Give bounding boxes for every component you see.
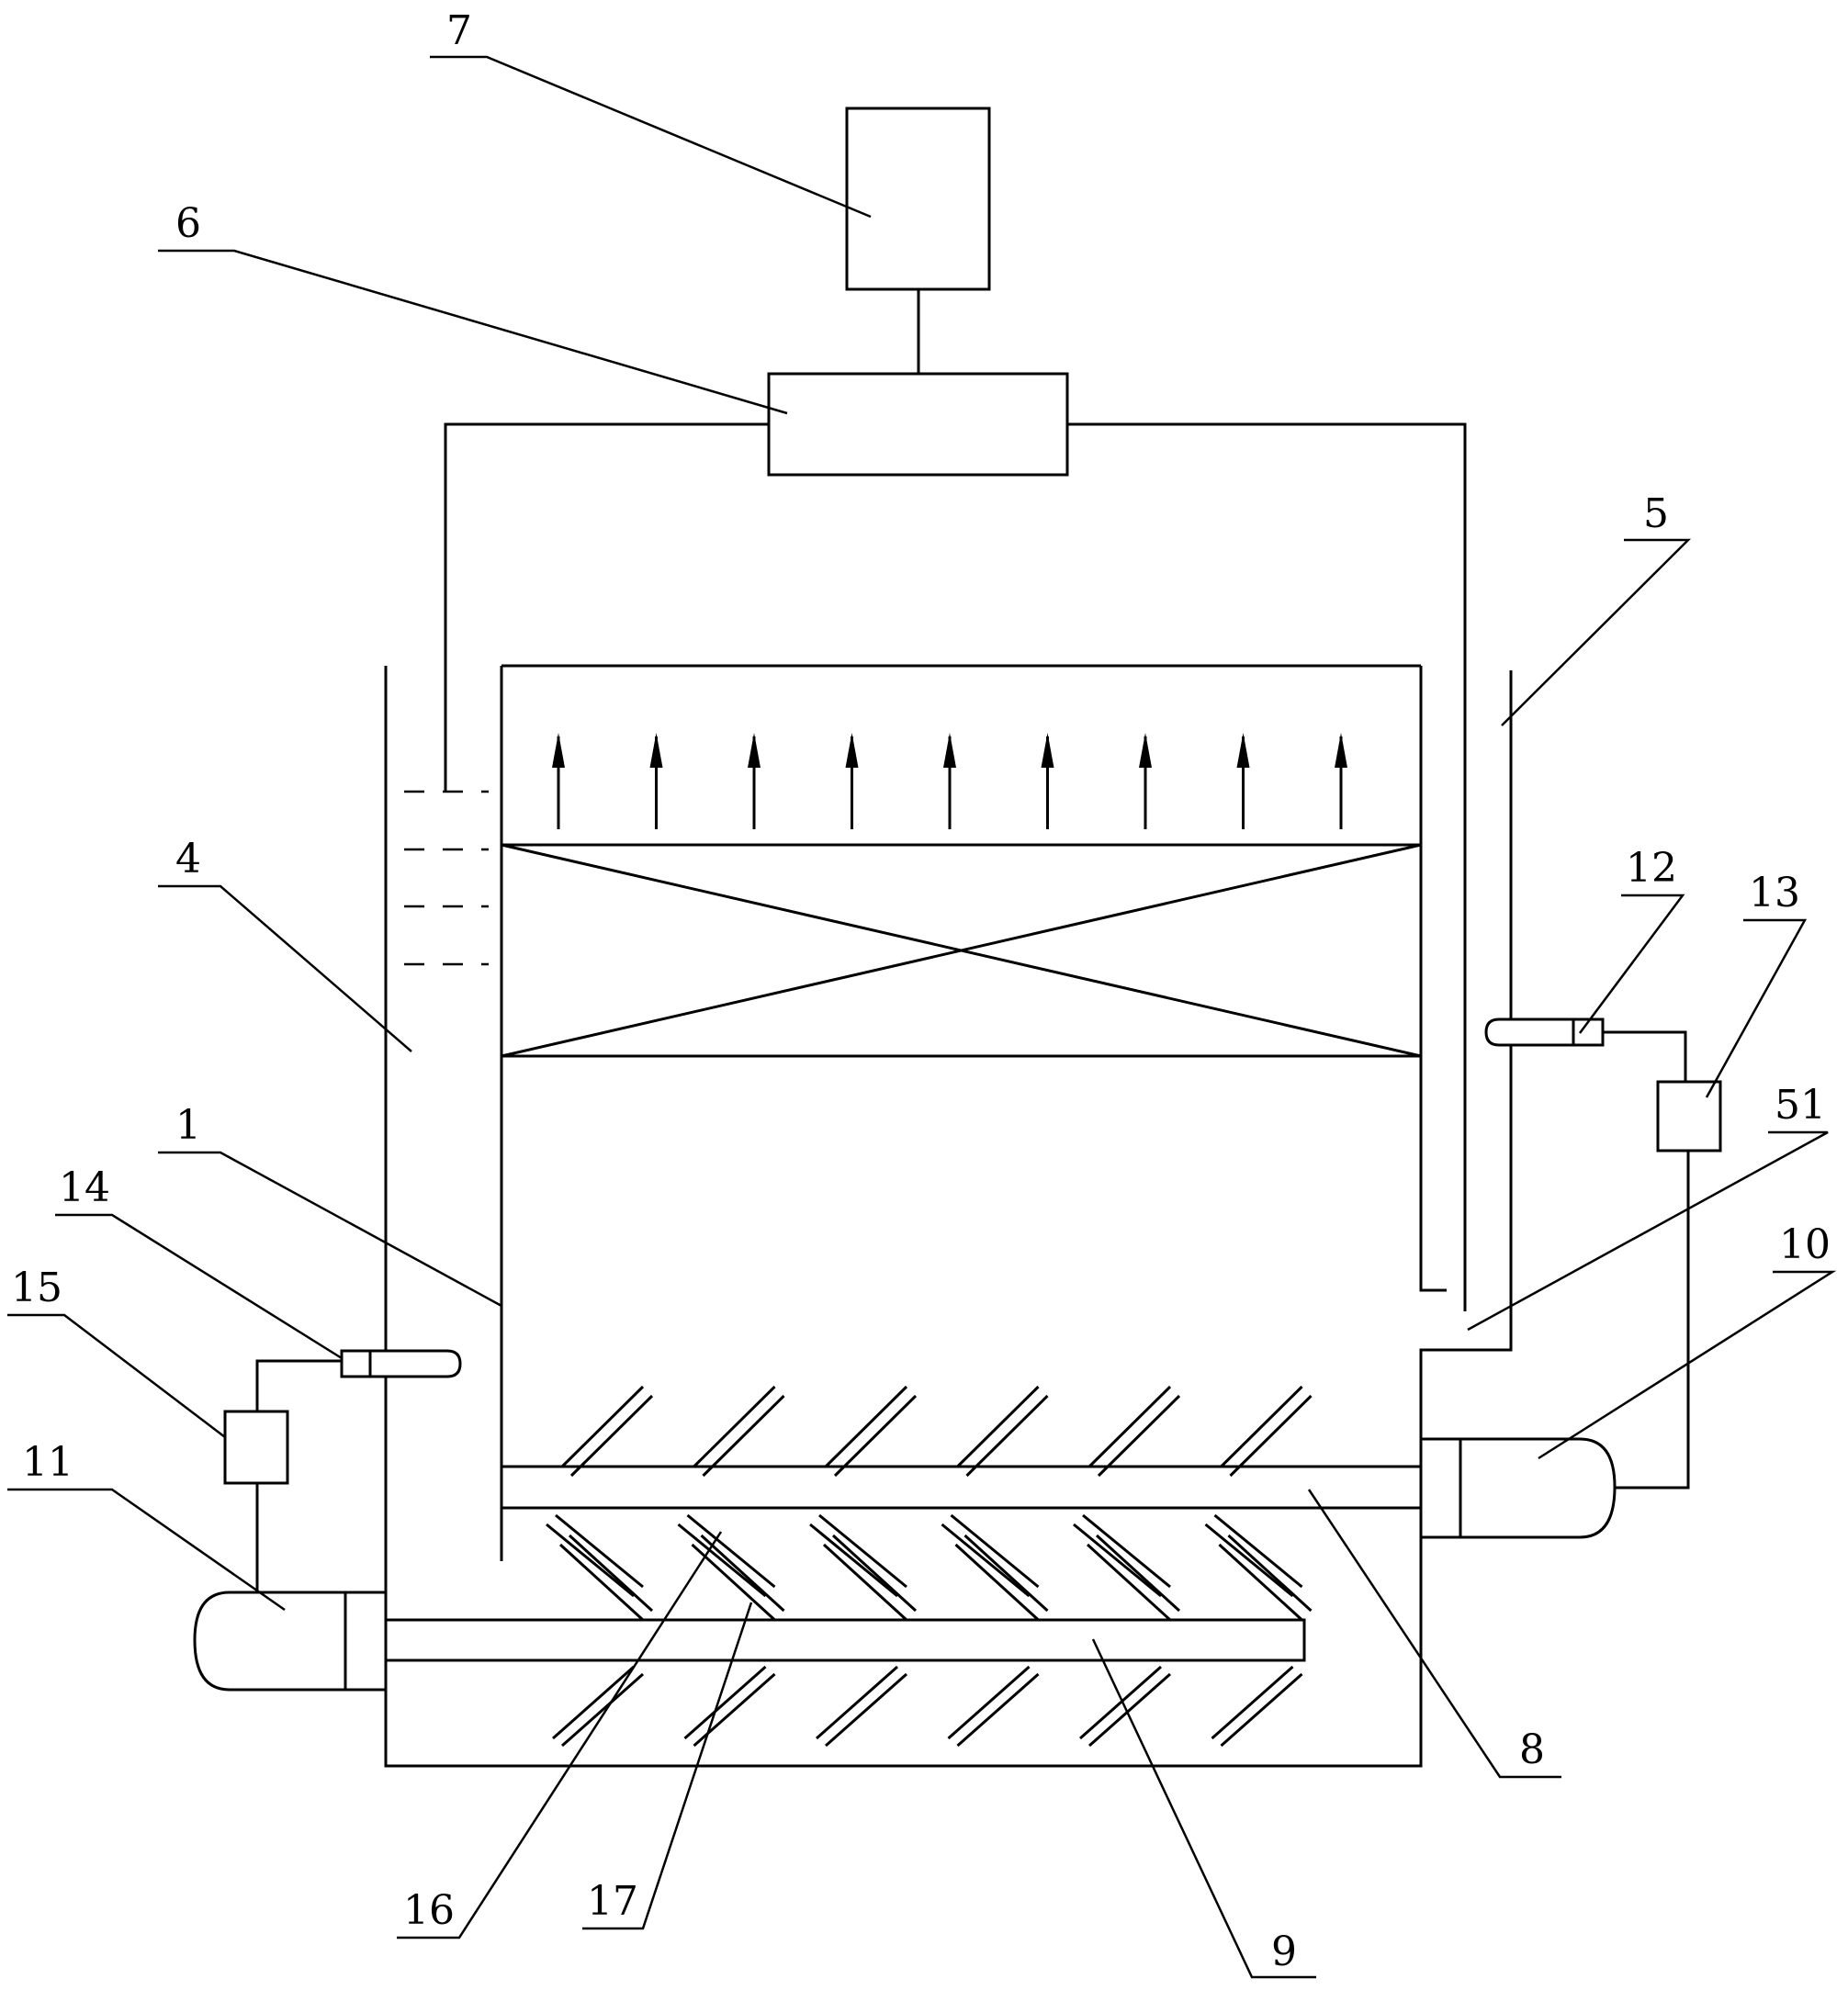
- wire-14-15: [255, 1359, 342, 1411]
- label-6: 6: [175, 200, 201, 247]
- motor-10: [1419, 1437, 1617, 1539]
- blade: [809, 1513, 907, 1598]
- label-51: 51: [1775, 1082, 1826, 1129]
- sensor-14: [340, 1349, 462, 1378]
- arrow-head: [1335, 733, 1347, 768]
- blade: [816, 1665, 907, 1748]
- outer-tank-wall: [384, 666, 1513, 1768]
- arrow-head: [748, 733, 761, 768]
- blade: [1204, 1513, 1303, 1598]
- blade: [1087, 1385, 1181, 1478]
- blade: [956, 1385, 1049, 1478]
- component-6-box: [767, 372, 1069, 477]
- label-11: 11: [22, 1439, 73, 1486]
- arrow-head: [845, 733, 859, 768]
- blade: [947, 1665, 1040, 1748]
- label-16: 16: [403, 1887, 455, 1934]
- label-4: 4: [175, 836, 201, 883]
- blade: [1220, 1385, 1313, 1478]
- wire-6-right: [1067, 422, 1467, 1311]
- blade: [1211, 1665, 1303, 1748]
- packing-layer: [501, 843, 1422, 1058]
- arrow-head: [943, 733, 956, 768]
- callout-labels: 7 6 5 4 1 14 15 11 12 13 51 10 8 9 16 17: [11, 7, 1831, 1975]
- wire-6-left: [444, 422, 769, 792]
- label-5: 5: [1643, 490, 1669, 537]
- motor-11: [193, 1591, 388, 1692]
- inner-vessel-right-wall: [1419, 666, 1447, 1292]
- label-17: 17: [587, 1878, 638, 1925]
- blade: [1086, 1534, 1181, 1622]
- arrow-head: [1041, 733, 1054, 768]
- wire-12-13: [1603, 1030, 1687, 1082]
- blade: [822, 1534, 918, 1622]
- arrow-head: [1139, 733, 1152, 768]
- label-9: 9: [1271, 1928, 1297, 1975]
- label-7: 7: [446, 7, 472, 54]
- label-1: 1: [175, 1102, 201, 1149]
- arrow-head: [552, 733, 565, 768]
- label-12: 12: [1626, 845, 1677, 892]
- blade: [693, 1385, 785, 1478]
- label-15: 15: [11, 1265, 62, 1311]
- leader-lines: [7, 55, 1837, 1979]
- label-13: 13: [1749, 870, 1800, 916]
- blade: [677, 1513, 776, 1598]
- blade: [1073, 1513, 1171, 1598]
- blade: [941, 1513, 1040, 1598]
- stirring-blades: [546, 1385, 1313, 1748]
- label-14: 14: [59, 1164, 110, 1211]
- label-8: 8: [1519, 1726, 1545, 1773]
- blade: [824, 1385, 918, 1478]
- component-13-box: [1656, 1080, 1722, 1152]
- blade: [954, 1534, 1049, 1622]
- airflow-arrows: [552, 733, 1347, 829]
- sensor-12: [1484, 1017, 1605, 1047]
- shaft-9: [384, 1618, 1306, 1662]
- blade: [546, 1513, 644, 1598]
- blade: [558, 1534, 654, 1622]
- shaft-8: [500, 1465, 1423, 1510]
- arrow-head: [649, 733, 663, 768]
- blade: [560, 1385, 654, 1478]
- blade: [1218, 1534, 1313, 1622]
- component-15-box: [223, 1410, 289, 1485]
- level-marks: [404, 790, 489, 966]
- wire-13-10: [1615, 1151, 1690, 1490]
- component-7-box: [845, 107, 991, 291]
- label-10: 10: [1779, 1221, 1831, 1268]
- blade: [683, 1665, 776, 1748]
- blade: [1079, 1665, 1171, 1748]
- arrow-head: [1236, 733, 1250, 768]
- blade: [552, 1665, 644, 1748]
